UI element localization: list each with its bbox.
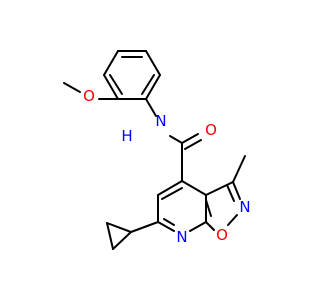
methoxy-oxygen-label: O <box>83 87 95 105</box>
bond <box>226 184 235 202</box>
atom-labels: O N H O N O N <box>83 87 251 246</box>
bond <box>141 74 155 95</box>
isoxazole-oxygen-label: O <box>216 226 228 244</box>
bond <box>184 139 202 150</box>
pyridine-nitrogen-label: N <box>176 228 187 246</box>
bond <box>106 222 114 250</box>
carbonyl-oxygen-label: O <box>205 121 217 139</box>
bond <box>189 221 207 232</box>
bond <box>106 222 132 233</box>
bond <box>169 135 183 144</box>
bond <box>227 214 238 226</box>
bond <box>145 98 157 117</box>
bond <box>181 133 199 144</box>
bond <box>63 82 81 93</box>
bond <box>103 74 119 100</box>
bond <box>161 187 183 200</box>
bond <box>130 221 159 233</box>
bond <box>103 50 119 76</box>
bond <box>163 218 175 226</box>
molecule-structure: O N H O N O N <box>63 50 251 250</box>
bond <box>232 181 241 200</box>
bond <box>205 221 215 231</box>
amide-hydrogen-label: H <box>121 127 132 145</box>
bond <box>157 221 175 232</box>
bond <box>112 231 132 250</box>
bond <box>145 74 161 100</box>
bond <box>205 199 212 217</box>
isoxazole-nitrogen-label: N <box>239 198 250 216</box>
bond <box>157 180 183 196</box>
bond <box>145 50 161 76</box>
bond <box>205 181 234 196</box>
bond <box>109 74 123 95</box>
bond <box>181 180 207 196</box>
bond <box>232 155 246 183</box>
bonds <box>63 50 246 250</box>
amide-nitrogen-label: N <box>155 112 166 130</box>
